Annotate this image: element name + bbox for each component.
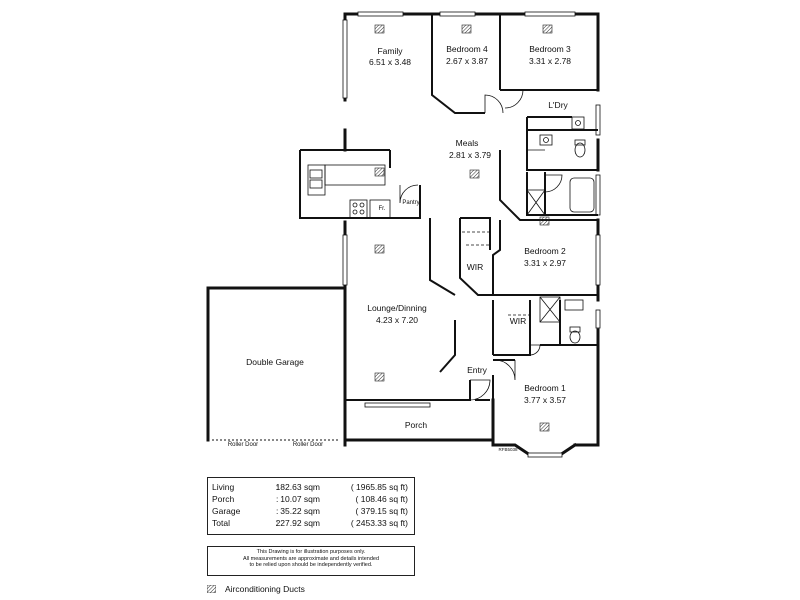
area-row-total: Total : 227.92 sqm ( 2453.33 sq ft)	[212, 518, 412, 529]
room-dims-bedroom-4: 2.67 x 3.87	[446, 56, 488, 66]
area-colon: :	[276, 482, 279, 492]
area-sqft: ( 108.46 sq ft)	[355, 494, 408, 504]
area-schedule: Living : 182.63 sqm ( 1965.85 sq ft) Por…	[207, 477, 415, 535]
room-name-bedroom-1: Bedroom 1	[524, 383, 566, 393]
area-colon: :	[276, 506, 279, 516]
garage-door-label-right: Roller Door	[293, 442, 323, 448]
room-labels: Family 6.51 x 3.48 Bedroom 4 2.67 x 3.87…	[228, 44, 571, 452]
area-row-living: Living : 182.63 sqm ( 1965.85 sq ft)	[212, 482, 412, 493]
area-label: Garage	[212, 506, 241, 516]
garage-door-label-left: Roller Door	[228, 442, 258, 448]
door-swings	[399, 89, 563, 401]
room-name-entry: Entry	[467, 365, 488, 375]
windows	[342, 11, 601, 458]
legend-label: Airconditioning Ducts	[225, 584, 305, 594]
room-name-garage: Double Garage	[246, 357, 304, 367]
area-sqft: ( 1965.85 sq ft)	[350, 482, 408, 492]
area-row-porch: Porch : 10.07 sqm ( 108.46 sq ft)	[212, 494, 412, 505]
room-name-laundry: L'Dry	[548, 100, 568, 110]
duct-symbols	[374, 24, 553, 432]
room-name-pantry: Pantry	[402, 200, 419, 206]
disclaimer-line: This Drawing is for illustration purpose…	[256, 549, 366, 555]
kitchen-fixtures	[307, 164, 391, 219]
area-sqm: 10.07 sqm	[280, 494, 320, 504]
room-name-porch: Porch	[405, 420, 427, 430]
area-sqm: 182.63 sqm	[275, 482, 320, 492]
area-colon: :	[276, 494, 279, 504]
area-sqft: ( 379.15 sq ft)	[355, 506, 408, 516]
room-dims-bedroom-1: 3.77 x 3.57	[524, 395, 566, 405]
disclaimer-box: This Drawing is for illustration purpose…	[207, 546, 415, 576]
area-colon: :	[276, 518, 279, 528]
robe-rails	[462, 231, 530, 316]
area-sqm: 35.22 sqm	[280, 506, 320, 516]
area-sqm: 227.92 sqm	[275, 518, 320, 528]
room-name-bedroom-4: Bedroom 4	[446, 44, 488, 54]
room-dims-meals: 2.81 x 3.79	[449, 150, 491, 160]
room-name-wir-1: WIR	[510, 316, 527, 326]
plan-code: RFB5038	[498, 447, 518, 452]
area-row-garage: Garage : 35.22 sqm ( 379.15 sq ft)	[212, 506, 412, 517]
disclaimer-line: All measurements are approximate and det…	[242, 555, 380, 562]
wet-area-fixtures	[526, 116, 595, 344]
floor-plan: Family 6.51 x 3.48 Bedroom 4 2.67 x 3.87…	[206, 11, 601, 458]
duct-hatch-icon	[207, 585, 216, 593]
area-label: Porch	[212, 494, 235, 504]
room-dims-lounge-dining: 4.23 x 7.20	[376, 315, 418, 325]
room-name-fridge: Fr.	[379, 206, 386, 212]
area-sqft: ( 2453.33 sq ft)	[350, 518, 408, 528]
room-name-bedroom-3: Bedroom 3	[529, 44, 571, 54]
room-dims-family: 6.51 x 3.48	[369, 57, 411, 67]
area-label: Living	[212, 482, 235, 492]
room-name-bedroom-2: Bedroom 2	[524, 246, 566, 256]
room-name-family: Family	[377, 46, 403, 56]
room-name-wir-2: WIR	[467, 262, 484, 272]
room-name-meals: Meals	[456, 138, 479, 148]
room-dims-bedroom-2: 3.31 x 2.97	[524, 258, 566, 268]
room-dims-bedroom-3: 3.31 x 2.78	[529, 56, 571, 66]
disclaimer-line: to be relied upon should be independentl…	[249, 562, 373, 569]
area-label: Total	[212, 518, 230, 528]
room-name-lounge-dining: Lounge/Dinning	[367, 303, 427, 313]
